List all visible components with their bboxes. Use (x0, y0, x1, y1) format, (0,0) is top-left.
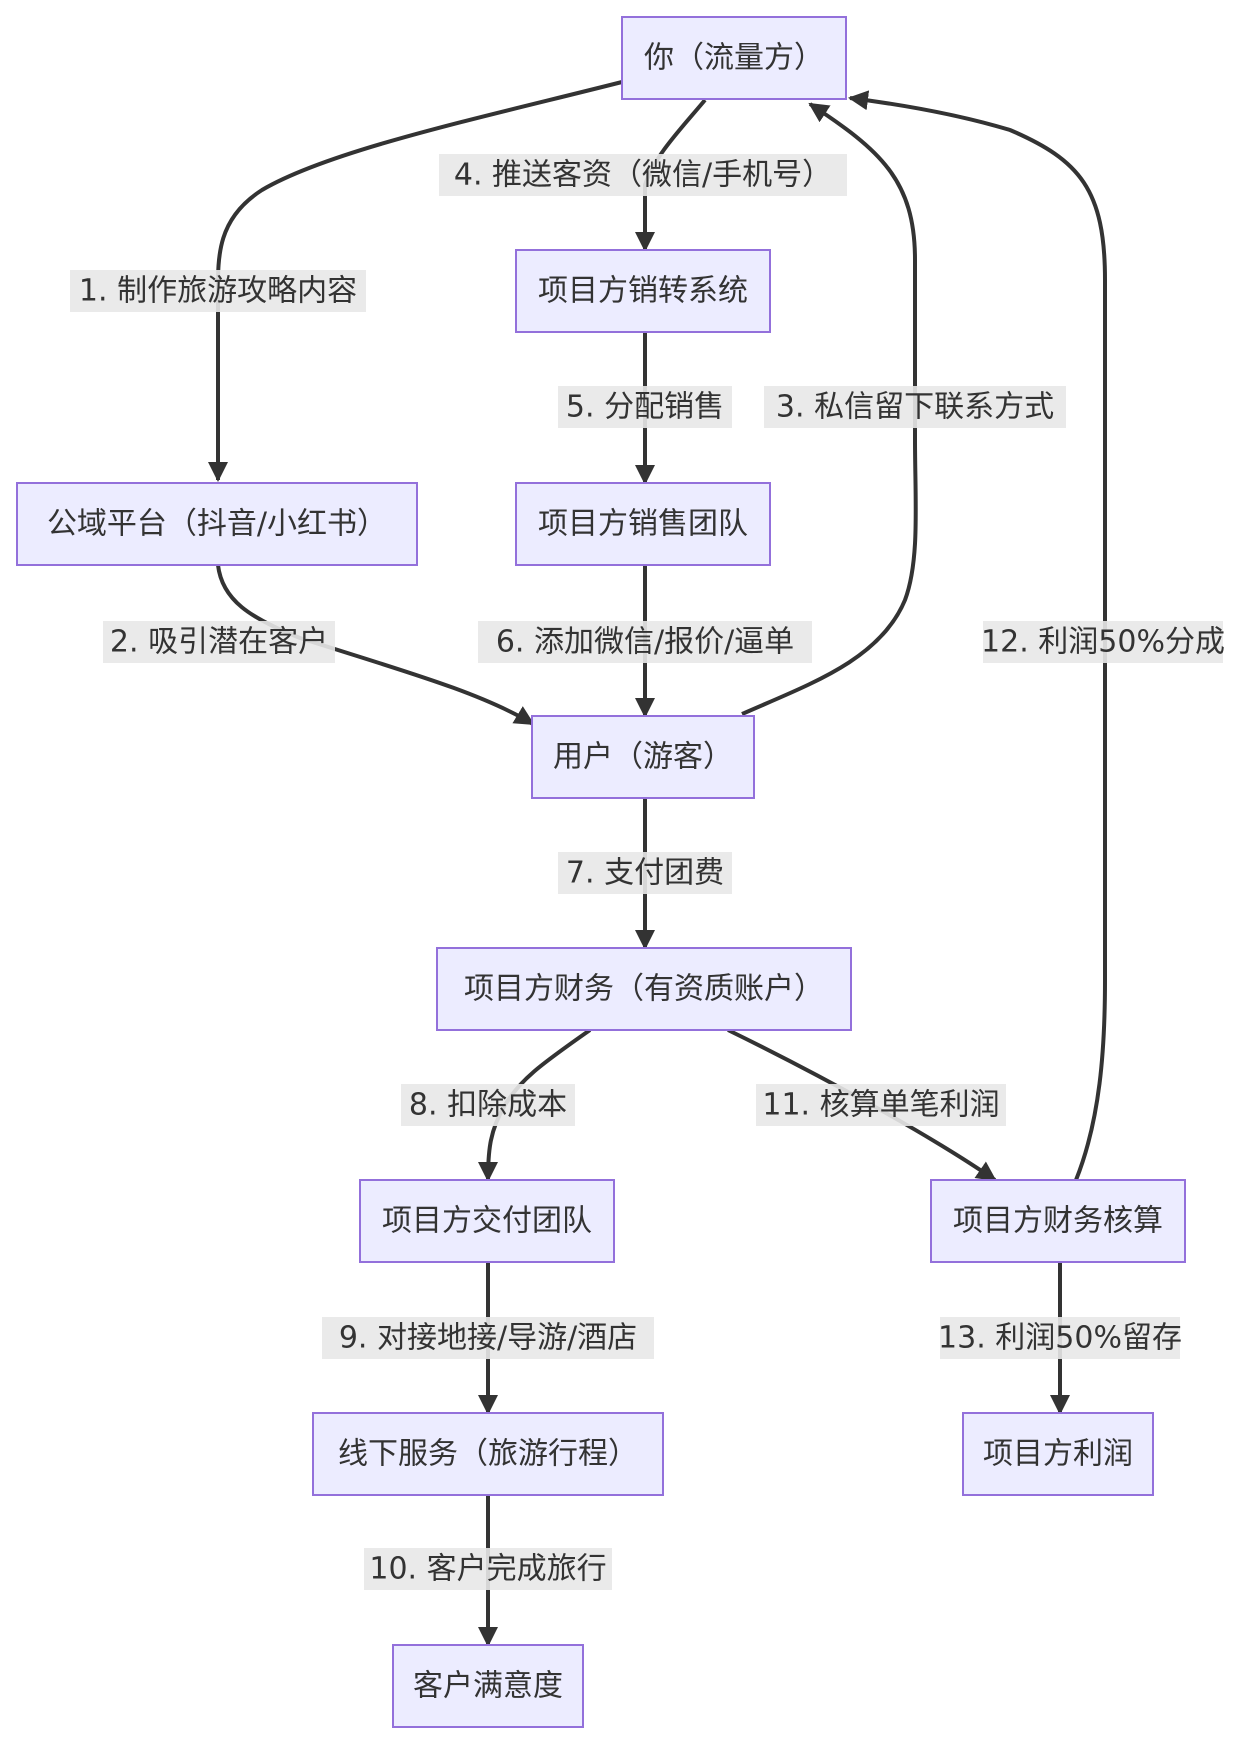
node-traffic-party-box (621, 16, 847, 100)
edge-label-5-bg (558, 386, 732, 428)
edge-label-3-bg (764, 386, 1066, 428)
edge-label-12-bg (983, 621, 1223, 663)
edge-3-path (741, 102, 918, 716)
edge-label-2: 2. 吸引潜在客户 (103, 621, 335, 663)
node-sales-team-box (515, 482, 771, 566)
node-project-profit: 项目方利润 (962, 1412, 1154, 1496)
node-project-profit-box (962, 1412, 1154, 1496)
edge-label-13-bg (940, 1317, 1180, 1359)
edge-label-4-bg (439, 154, 847, 196)
edge-label-4: 4. 推送客资（微信/手机号） (439, 154, 847, 196)
edge-label-2-bg (103, 621, 335, 663)
edge-label-1-bg (70, 270, 366, 312)
edge-label-11: 11. 核算单笔利润 (756, 1084, 1006, 1126)
node-sales-team: 项目方销售团队 (515, 482, 771, 566)
edge-label-12: 12. 利润50%分成 (981, 621, 1225, 663)
node-finance-accounting: 项目方财务核算 (930, 1179, 1186, 1263)
edge-label-10: 10. 客户完成旅行 (364, 1548, 612, 1590)
node-finance-accounting-label: 项目方财务核算 (953, 1204, 1163, 1239)
node-satisfaction-box (392, 1644, 584, 1728)
node-public-platform: 公域平台（抖音/小红书） (16, 482, 418, 566)
edge-label-1-text: 1. 制作旅游攻略内容 (79, 274, 357, 309)
edge-label-12-text: 12. 利润50%分成 (981, 625, 1225, 660)
nodes: 你（流量方） 公域平台（抖音/小红书） 项目方销转系统 项目方销售团队 用户（游… (16, 16, 1186, 1728)
node-public-platform-label: 公域平台（抖音/小红书） (47, 507, 387, 542)
node-delivery-team: 项目方交付团队 (359, 1179, 615, 1263)
edge-label-13-text: 13. 利润50%留存 (938, 1321, 1182, 1356)
node-user-label: 用户（游客） (553, 740, 733, 775)
node-delivery-team-box (359, 1179, 615, 1263)
node-finance-label: 项目方财务（有资质账户） (464, 972, 824, 1007)
edge-label-6-text: 6. 添加微信/报价/逼单 (496, 625, 794, 660)
edge-label-10-bg (364, 1548, 612, 1590)
node-public-platform-box (16, 482, 418, 566)
edge-label-9-bg (322, 1317, 654, 1359)
node-sales-system-label: 项目方销转系统 (538, 274, 748, 309)
node-user: 用户（游客） (531, 715, 755, 799)
edge-label-4-text: 4. 推送客资（微信/手机号） (454, 158, 832, 193)
node-sales-team-label: 项目方销售团队 (538, 507, 748, 542)
node-project-profit-label: 项目方利润 (983, 1437, 1133, 1472)
edge-label-7-bg (558, 852, 732, 894)
edge-label-9: 9. 对接地接/导游/酒店 (322, 1317, 654, 1359)
edge-label-6: 6. 添加微信/报价/逼单 (478, 621, 812, 663)
node-traffic-party: 你（流量方） (621, 16, 847, 100)
node-offline-service: 线下服务（旅游行程） (312, 1412, 664, 1496)
node-sales-system-box (515, 249, 771, 333)
edge-label-10-text: 10. 客户完成旅行 (369, 1552, 606, 1587)
edge-label-11-bg (756, 1084, 1006, 1126)
edge-label-2-text: 2. 吸引潜在客户 (110, 625, 328, 660)
edge-label-8-text: 8. 扣除成本 (409, 1088, 567, 1123)
node-satisfaction: 客户满意度 (392, 1644, 584, 1728)
node-finance-box (436, 947, 852, 1031)
edge-label-9-text: 9. 对接地接/导游/酒店 (339, 1321, 637, 1356)
node-finance: 项目方财务（有资质账户） (436, 947, 852, 1031)
edge-label-7-text: 7. 支付团费 (566, 856, 724, 891)
node-finance-accounting-box (930, 1179, 1186, 1263)
edge-labels: 1. 制作旅游攻略内容 2. 吸引潜在客户 3. 私信留下联系方式 4. 推送客… (70, 154, 1225, 1590)
node-delivery-team-label: 项目方交付团队 (382, 1204, 592, 1239)
node-satisfaction-label: 客户满意度 (413, 1669, 563, 1704)
edge-label-11-text: 11. 核算单笔利润 (762, 1088, 999, 1123)
edge-label-8: 8. 扣除成本 (401, 1084, 575, 1126)
edge-12-path (848, 90, 1107, 1181)
edge-label-13: 13. 利润50%留存 (938, 1317, 1182, 1359)
node-traffic-party-label: 你（流量方） (644, 41, 824, 76)
edge-label-3: 3. 私信留下联系方式 (764, 386, 1066, 428)
edge-label-5: 5. 分配销售 (558, 386, 732, 428)
edge-1-path (208, 80, 623, 482)
edge-label-6-bg (478, 621, 812, 663)
node-sales-system: 项目方销转系统 (515, 249, 771, 333)
edge-label-7: 7. 支付团费 (558, 852, 732, 894)
node-user-box (531, 715, 755, 799)
node-offline-service-box (312, 1412, 664, 1496)
edge-label-8-bg (401, 1084, 575, 1126)
edge-label-1: 1. 制作旅游攻略内容 (70, 270, 366, 312)
edge-label-5-text: 5. 分配销售 (566, 390, 724, 425)
node-offline-service-label: 线下服务（旅游行程） (338, 1437, 638, 1472)
edge-label-3-text: 3. 私信留下联系方式 (776, 390, 1054, 425)
